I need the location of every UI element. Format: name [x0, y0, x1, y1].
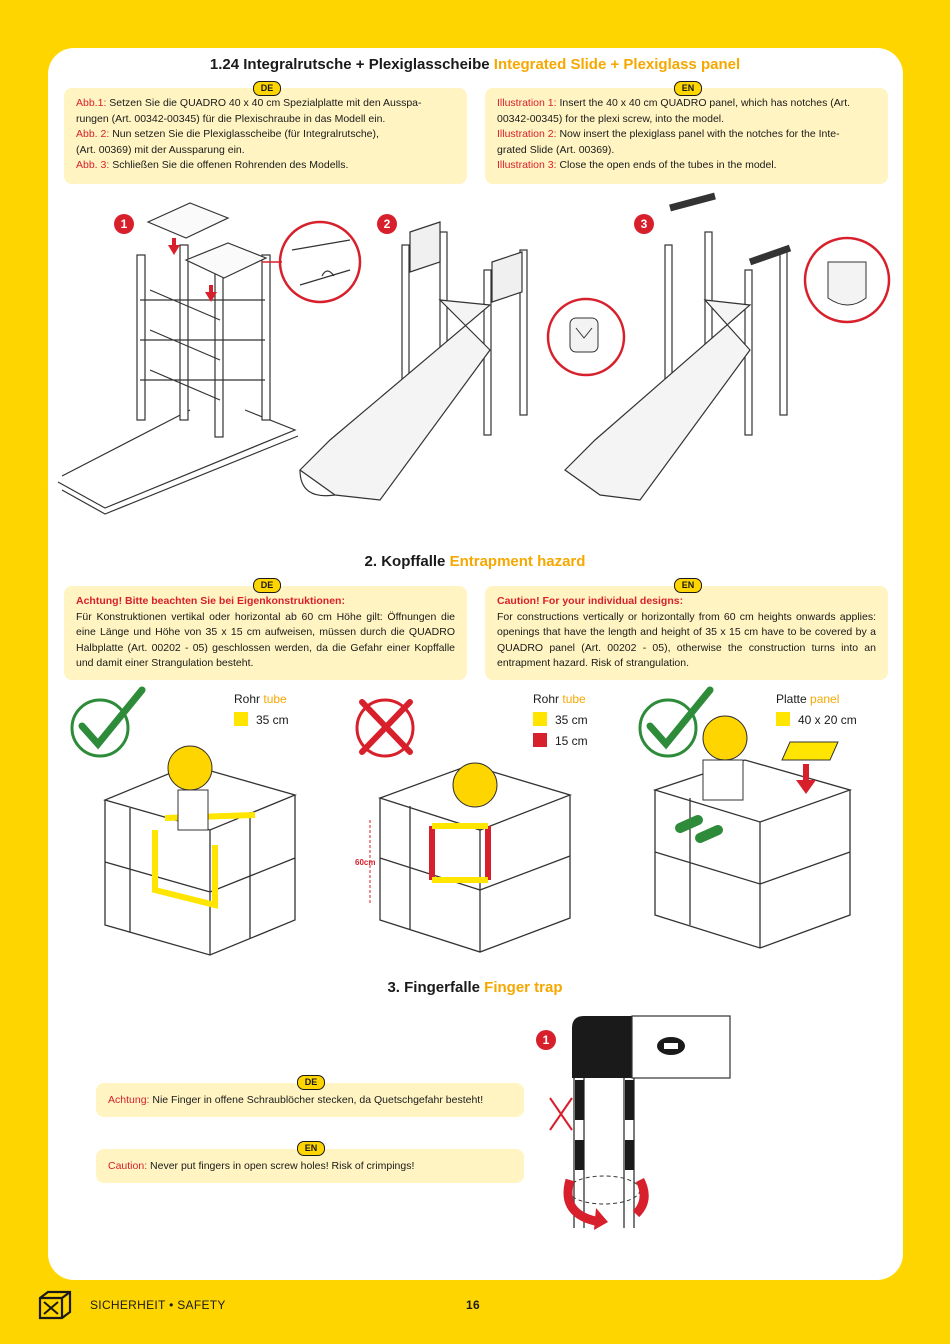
section2-title-en: Entrapment hazard	[449, 553, 586, 570]
legend-title: Rohr	[234, 692, 261, 706]
legend-title: Rohr	[533, 692, 560, 706]
de-instruction-label: Abb. 2:	[76, 128, 110, 140]
en-instruction-text: Insert the 40 x 40 cm QUADRO panel, whic…	[556, 97, 851, 109]
section2-de-body: Für Konstruktionen vertikal oder horizon…	[76, 610, 455, 670]
section3-title-de: 3. Fingerfalle	[387, 979, 480, 996]
section2-en-heading: Caution! For your individual designs:	[497, 595, 684, 607]
de-instruction-text: Nun setzen Sie die Plexiglasscheibe (für…	[109, 128, 379, 140]
en-instruction-text: Now insert the plexiglass panel with the…	[556, 128, 840, 140]
de-instruction-label: Abb. 3:	[76, 159, 110, 171]
section1-title-en: Integrated Slide + Plexiglass panel	[493, 56, 741, 73]
step-1-badge: 1	[114, 214, 134, 234]
de-tag: DE	[253, 578, 281, 593]
section3-de-text: Nie Finger in offene Schraublöcher steck…	[149, 1094, 484, 1106]
section3-en-label: Caution:	[108, 1160, 148, 1172]
de-instruction-text: Schließen Sie die offenen Rohrenden des …	[109, 159, 349, 171]
section3-de-label: Achtung:	[108, 1094, 150, 1106]
section1-en-box: Illustration 1: Insert the 40 x 40 cm QU…	[485, 88, 888, 184]
section2-en-box: Caution! For your individual designs: Fo…	[485, 586, 888, 680]
en-instruction-label: Illustration 3:	[497, 159, 557, 171]
de-tag: DE	[253, 81, 281, 96]
section2-title: 2. Kopffalle Entrapment hazard	[0, 553, 950, 570]
section3-title-en: Finger trap	[484, 979, 563, 996]
en-instruction-line: grated Slide (Art. 00369).	[497, 143, 876, 159]
section1-title-de: 1.24 Integralrutsche + Plexiglasscheibe	[209, 56, 490, 73]
red-swatch	[533, 733, 547, 747]
yellow-swatch	[776, 712, 790, 726]
step-3-badge: 3	[634, 214, 654, 234]
de-instruction-text: rungen (Art. 00342-00345) für die Plexis…	[76, 112, 386, 125]
section3-title: 3. Fingerfalle Finger trap	[0, 979, 950, 996]
section2-title-de: 2. Kopffalle	[364, 553, 446, 570]
legend-item: 15 cm	[555, 734, 588, 748]
de-instruction-text: Setzen Sie die QUADRO 40 x 40 cm Spezial…	[106, 97, 422, 109]
legend-item: 35 cm	[256, 713, 289, 727]
de-instruction-line: Abb. 3: Schließen Sie die offenen Rohren…	[76, 158, 455, 174]
yellow-swatch	[533, 712, 547, 726]
section3-de-box: Achtung: Nie Finger in offene Schraublöc…	[96, 1083, 524, 1117]
cross-icon	[355, 698, 415, 758]
en-instruction-text: grated Slide (Art. 00369).	[497, 143, 615, 156]
de-tag: DE	[297, 1075, 325, 1090]
de-instruction-line: Abb.1: Setzen Sie die QUADRO 40 x 40 cm …	[76, 96, 455, 112]
height-label: 60cm	[355, 858, 376, 867]
section2-en-body: For constructions vertically or horizont…	[497, 610, 876, 670]
legend-tube-1: Rohr tube 35 cm	[234, 692, 289, 727]
de-instruction-line: rungen (Art. 00342-00345) für die Plexis…	[76, 112, 455, 128]
entrapment-illustrations	[70, 686, 853, 956]
quadro-logo-icon	[38, 1290, 72, 1320]
legend-item: 35 cm	[555, 713, 588, 727]
tower-illustration-1	[47, 192, 891, 515]
en-tag: EN	[674, 81, 702, 96]
legend-title-en: tube	[263, 692, 287, 706]
en-instruction-line: 00342-00345) for the plexi screw, into t…	[497, 112, 876, 128]
finger-step-badge: 1	[536, 1030, 556, 1050]
de-instruction-line: Abb. 2: Nun setzen Sie die Plexiglassche…	[76, 127, 455, 143]
section3-en-text: Never put fingers in open screw holes! R…	[147, 1160, 415, 1172]
section3-en-box: Caution: Never put fingers in open screw…	[96, 1149, 524, 1183]
step-2-badge: 2	[377, 214, 397, 234]
legend-tube-2: Rohr tube 35 cm 15 cm	[533, 692, 588, 748]
en-instruction-label: Illustration 1:	[497, 97, 557, 109]
check-icon	[638, 686, 714, 758]
en-instruction-label: Illustration 2:	[497, 128, 557, 140]
legend-item: 40 x 20 cm	[798, 713, 857, 727]
section2-de-box: Achtung! Bitte beachten Sie bei Eigenkon…	[64, 586, 467, 680]
yellow-swatch	[234, 712, 248, 726]
section2-de-heading: Achtung! Bitte beachten Sie bei Eigenkon…	[76, 595, 345, 607]
legend-panel: Platte panel 40 x 20 cm	[776, 692, 857, 727]
en-instruction-text: 00342-00345) for the plexi screw, into t…	[497, 112, 725, 125]
de-instruction-line: (Art. 00369) mit der Aussparung ein.	[76, 143, 455, 159]
section1-title: 1.24 Integralrutsche + Plexiglasscheibe …	[0, 56, 950, 73]
footer-label: SICHERHEIT • SAFETY	[90, 1298, 226, 1312]
en-instruction-line: Illustration 2: Now insert the plexiglas…	[497, 127, 876, 143]
en-instruction-line: Illustration 1: Insert the 40 x 40 cm QU…	[497, 96, 876, 112]
check-icon	[70, 686, 146, 758]
en-instruction-text: Close the open ends of the tubes in the …	[556, 159, 777, 171]
de-instruction-text: (Art. 00369) mit der Aussparung ein.	[76, 143, 245, 156]
section1-de-box: Abb.1: Setzen Sie die QUADRO 40 x 40 cm …	[64, 88, 467, 184]
legend-title-en: panel	[810, 692, 840, 706]
legend-title: Platte	[776, 692, 807, 706]
de-instruction-label: Abb.1:	[76, 97, 107, 109]
legend-title-en: tube	[562, 692, 586, 706]
finger-trap-illustration	[549, 1015, 731, 1230]
en-tag: EN	[674, 578, 702, 593]
en-tag: EN	[297, 1141, 325, 1156]
page-number: 16	[466, 1298, 480, 1312]
en-instruction-line: Illustration 3: Close the open ends of t…	[497, 158, 876, 174]
